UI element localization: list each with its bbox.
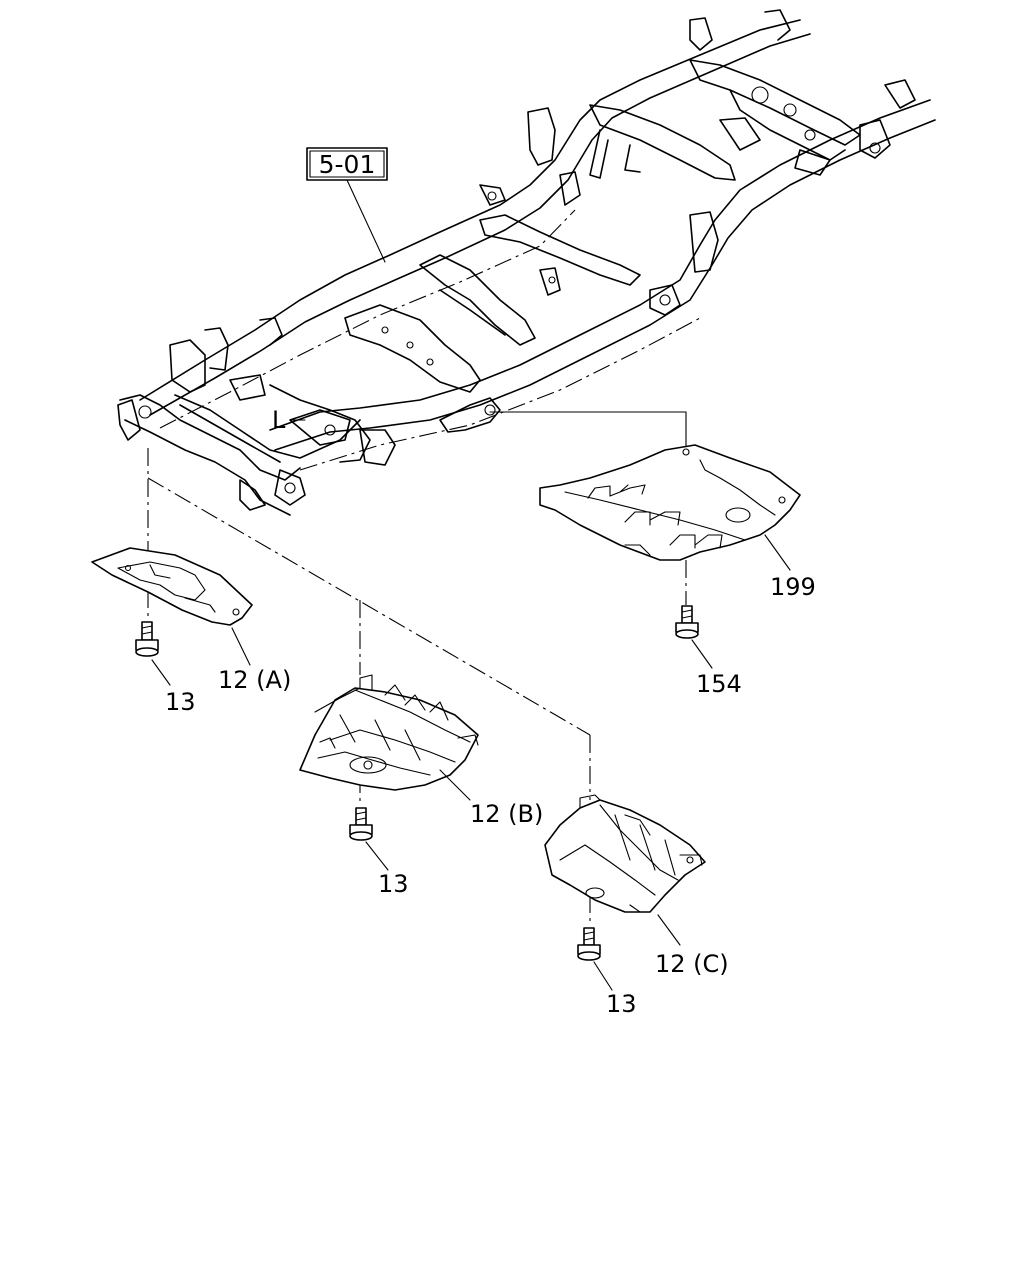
- bolt-13-b[interactable]: [349, 807, 373, 841]
- chassis-frame: [117, 9, 936, 516]
- callout-12c: 12 (C): [655, 950, 729, 978]
- leader-13-b: [365, 841, 389, 871]
- leader-13-c: [593, 961, 613, 991]
- leader-199: [764, 534, 791, 571]
- guard-199[interactable]: [539, 444, 801, 561]
- callout-199: 199: [770, 573, 816, 601]
- guard-12b[interactable]: [299, 674, 479, 791]
- callout-13-c: 13: [606, 990, 637, 1018]
- leader-12a: [231, 627, 251, 666]
- leader-12c: [657, 914, 681, 946]
- leader-12b: [439, 769, 471, 801]
- bolt-13-a[interactable]: [135, 621, 159, 657]
- reference-leader: [346, 179, 386, 263]
- reference-box[interactable]: 5-01: [306, 147, 388, 181]
- frame-l-mark: L: [272, 406, 286, 434]
- bolt-13-c[interactable]: [577, 927, 601, 961]
- callout-154: 154: [696, 670, 742, 698]
- leader-13-a: [151, 659, 171, 686]
- callout-13-b: 13: [378, 870, 409, 898]
- guard-12c[interactable]: [544, 794, 706, 913]
- bolt-154[interactable]: [675, 605, 699, 639]
- callout-12a: 12 (A): [218, 666, 291, 694]
- callout-13-a: 13: [165, 688, 196, 716]
- callout-12b: 12 (B): [470, 800, 543, 828]
- guard-12a[interactable]: [91, 547, 253, 626]
- assembly-leaders: [147, 411, 687, 925]
- reference-box-label: 5-01: [319, 150, 376, 179]
- leader-154: [691, 639, 713, 669]
